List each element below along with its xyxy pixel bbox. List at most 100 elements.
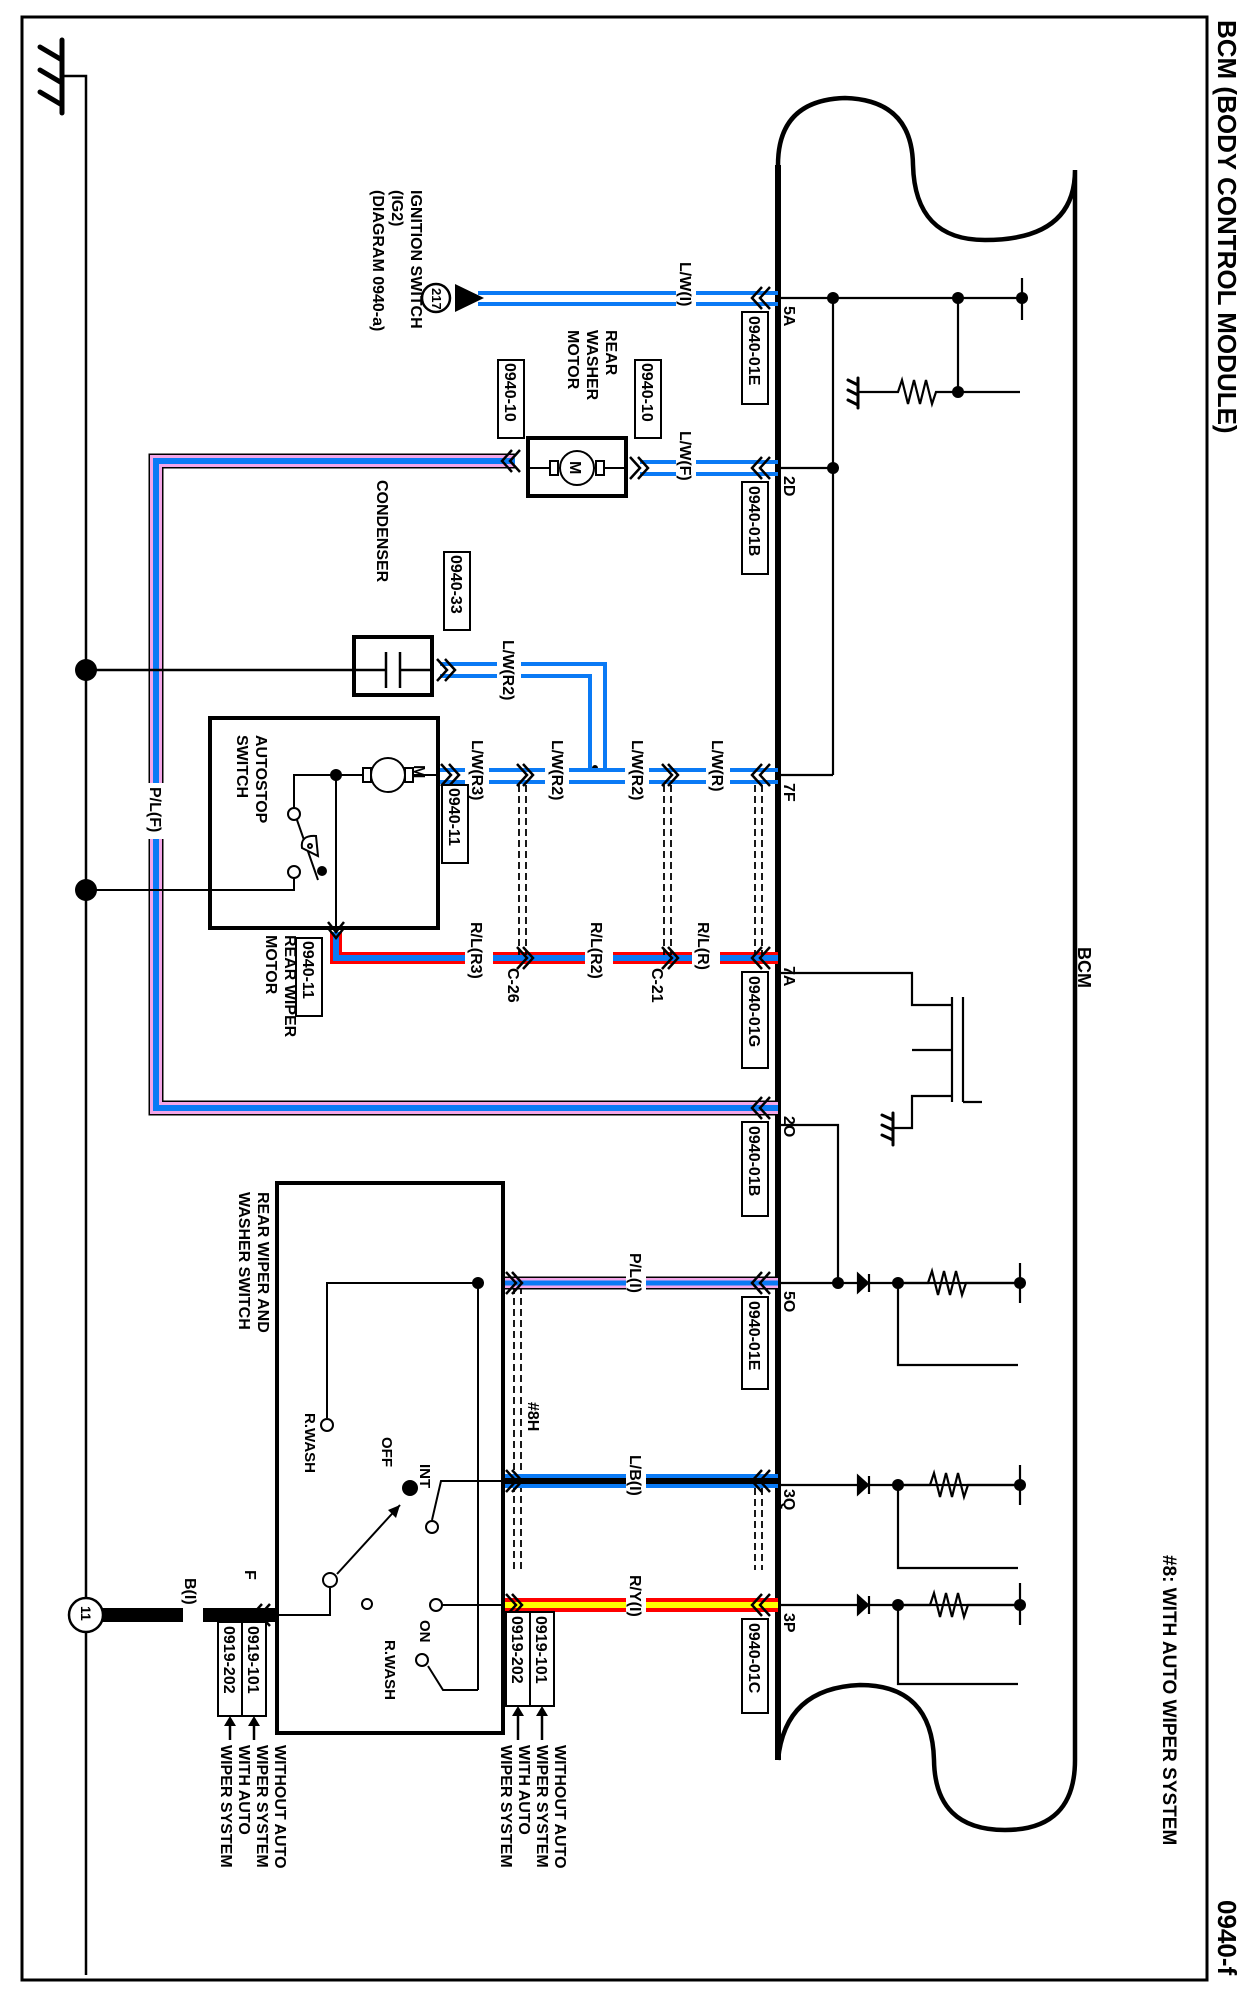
svg-text:R/L(R): R/L(R) bbox=[694, 922, 711, 970]
svg-text:L/W(F): L/W(F) bbox=[676, 431, 693, 481]
wire-lw-r2-condenser[interactable] bbox=[440, 656, 607, 770]
washer-motor-label-2: WASHER bbox=[583, 330, 600, 401]
ignition-label-2: (IG2) bbox=[388, 190, 405, 226]
svg-text:0919-202: 0919-202 bbox=[220, 1626, 237, 1694]
wire-b-i[interactable] bbox=[100, 1600, 275, 1630]
wire-lw-f[interactable] bbox=[640, 455, 778, 481]
svg-text:L/B(I): L/B(I) bbox=[626, 1455, 643, 1496]
ref-circle-217 bbox=[420, 282, 452, 314]
pin-3q: 3Q bbox=[780, 1489, 797, 1510]
page-frame bbox=[20, 15, 1209, 1982]
svg-text:0940-33: 0940-33 bbox=[447, 555, 464, 614]
washer-motor-label-1: REAR bbox=[602, 330, 619, 376]
svg-text:R.WASH: R.WASH bbox=[381, 1640, 398, 1700]
svg-text:INT: INT bbox=[416, 1464, 433, 1488]
condenser-label: CONDENSER bbox=[373, 480, 390, 583]
svg-text:0940-01B: 0940-01B bbox=[745, 1126, 762, 1196]
svg-text:WIPER SYSTEM: WIPER SYSTEM bbox=[217, 1745, 234, 1868]
svg-text:L/W(R): L/W(R) bbox=[708, 740, 725, 792]
wire-rl-chain[interactable] bbox=[330, 932, 778, 970]
footnote: #8: WITH AUTO WIPER SYSTEM bbox=[1158, 1555, 1179, 1845]
bcm-outline bbox=[775, 95, 1078, 1833]
junction-c26: C-26 bbox=[504, 968, 521, 1003]
bcm-input-networks bbox=[780, 1263, 1022, 1686]
svg-text:M: M bbox=[566, 461, 583, 474]
ignition-label-1: IGNITION SWITCH bbox=[407, 190, 424, 329]
pin-2d: 2D bbox=[780, 476, 797, 496]
svg-text:0940-10: 0940-10 bbox=[638, 363, 655, 422]
ref-circle-11 bbox=[67, 1596, 105, 1634]
svg-text:WITH AUTO: WITH AUTO bbox=[235, 1745, 252, 1835]
svg-text:WITH AUTO: WITH AUTO bbox=[515, 1745, 532, 1835]
svg-text:L/W(I): L/W(I) bbox=[676, 262, 693, 306]
pin-5a: 5A bbox=[780, 306, 797, 327]
switch-label-1: REAR WIPER AND bbox=[254, 1192, 271, 1333]
wire-pl-i[interactable] bbox=[505, 1270, 778, 1296]
svg-text:R/L(R3): R/L(R3) bbox=[467, 922, 484, 979]
svg-text:L/W(R2): L/W(R2) bbox=[628, 740, 645, 800]
svg-text:0940-10: 0940-10 bbox=[501, 363, 518, 422]
switch-contact-int bbox=[425, 1520, 439, 1534]
wire-pl-f[interactable] bbox=[146, 453, 778, 1116]
wire-ry-i[interactable] bbox=[505, 1592, 778, 1618]
svg-text:P/L(I): P/L(I) bbox=[626, 1253, 643, 1293]
ground-icon bbox=[37, 37, 65, 116]
wire-labels: L/W(I) L/W(F) L/W(R) L/W(R2) L/W(R2) L/W… bbox=[467, 262, 725, 1617]
condenser-box bbox=[352, 635, 434, 697]
rear-wiper-motor-label-2: MOTOR bbox=[262, 935, 279, 995]
bcm-internal-5a bbox=[778, 278, 1024, 777]
svg-text:0940-01E: 0940-01E bbox=[745, 316, 762, 386]
diagram-id: 0940-f bbox=[1212, 1900, 1242, 1975]
svg-text:L/W(R2): L/W(R2) bbox=[548, 740, 565, 800]
svg-text:217: 217 bbox=[429, 288, 444, 310]
switch-internals bbox=[278, 1282, 503, 1691]
pin-5o: 5O bbox=[780, 1291, 797, 1312]
switch-contact-rwash2 bbox=[415, 1653, 429, 1667]
svg-text:WIPER SYSTEM: WIPER SYSTEM bbox=[497, 1745, 514, 1868]
bcm-label: BCM bbox=[1074, 947, 1094, 988]
switch-connector-codes-left: 0919-101 0919-202 WITHOUT AUTO WIPER SYS… bbox=[217, 1621, 288, 1869]
switch-contact-rwash bbox=[320, 1418, 334, 1432]
transistor-icon bbox=[780, 971, 982, 1130]
page-title: BCM (BODY CONTROL MODULE) bbox=[1212, 20, 1242, 434]
svg-text:ON: ON bbox=[416, 1620, 433, 1643]
wire-lw-i[interactable] bbox=[478, 285, 778, 311]
svg-text:WIPER SYSTEM: WIPER SYSTEM bbox=[533, 1745, 550, 1868]
svg-text:R/Y(I): R/Y(I) bbox=[626, 1575, 643, 1617]
wire-lw-r-chain[interactable] bbox=[440, 762, 778, 790]
svg-text:0940-01E: 0940-01E bbox=[745, 1301, 762, 1371]
svg-text:0940-11: 0940-11 bbox=[445, 788, 462, 846]
autostop-label-2: SWITCH bbox=[233, 735, 250, 798]
ground-rail bbox=[64, 74, 88, 1975]
terminal-f-label: F bbox=[241, 1570, 258, 1580]
pin-7f: 7F bbox=[780, 783, 797, 802]
rear-wiper-motor-label-1: REAR WIPER bbox=[281, 935, 298, 1038]
motor-icon bbox=[530, 450, 624, 486]
svg-text:0940-01B: 0940-01B bbox=[745, 486, 762, 556]
wire-lb-i[interactable] bbox=[505, 1468, 778, 1494]
svg-text:0919-101: 0919-101 bbox=[532, 1616, 549, 1684]
switch-common bbox=[322, 1572, 338, 1588]
washer-motor-label-3: MOTOR bbox=[564, 330, 581, 390]
option-note-8h: #8H bbox=[524, 1402, 541, 1431]
svg-text:WITHOUT AUTO: WITHOUT AUTO bbox=[551, 1745, 568, 1869]
svg-text:L/W(R3): L/W(R3) bbox=[468, 740, 485, 800]
switch-label-2: WASHER SWITCH bbox=[235, 1192, 252, 1330]
connector-codes: 0940-01E 0940-01B 0940-01G 0940-01B 0940… bbox=[295, 311, 769, 1714]
svg-text:R.WASH: R.WASH bbox=[301, 1413, 318, 1473]
svg-text:0940-11: 0940-11 bbox=[299, 941, 316, 999]
autostop-label-1: AUTOSTOP bbox=[252, 735, 269, 824]
cam-icon bbox=[300, 834, 320, 858]
svg-text:L/W(R2): L/W(R2) bbox=[499, 640, 516, 700]
svg-text:11: 11 bbox=[78, 1606, 94, 1621]
wire-label-pl-f: P/L(F) bbox=[146, 787, 163, 832]
shield-lines bbox=[513, 785, 763, 1570]
svg-text:M: M bbox=[410, 765, 427, 778]
svg-text:WIPER SYSTEM: WIPER SYSTEM bbox=[253, 1745, 270, 1868]
rear-wiper-motor-box bbox=[208, 716, 440, 930]
svg-text:0919-202: 0919-202 bbox=[508, 1616, 525, 1684]
wiper-switch-box bbox=[275, 1181, 505, 1735]
svg-text:WITHOUT AUTO: WITHOUT AUTO bbox=[271, 1745, 288, 1869]
capacitor-icon bbox=[86, 652, 432, 688]
